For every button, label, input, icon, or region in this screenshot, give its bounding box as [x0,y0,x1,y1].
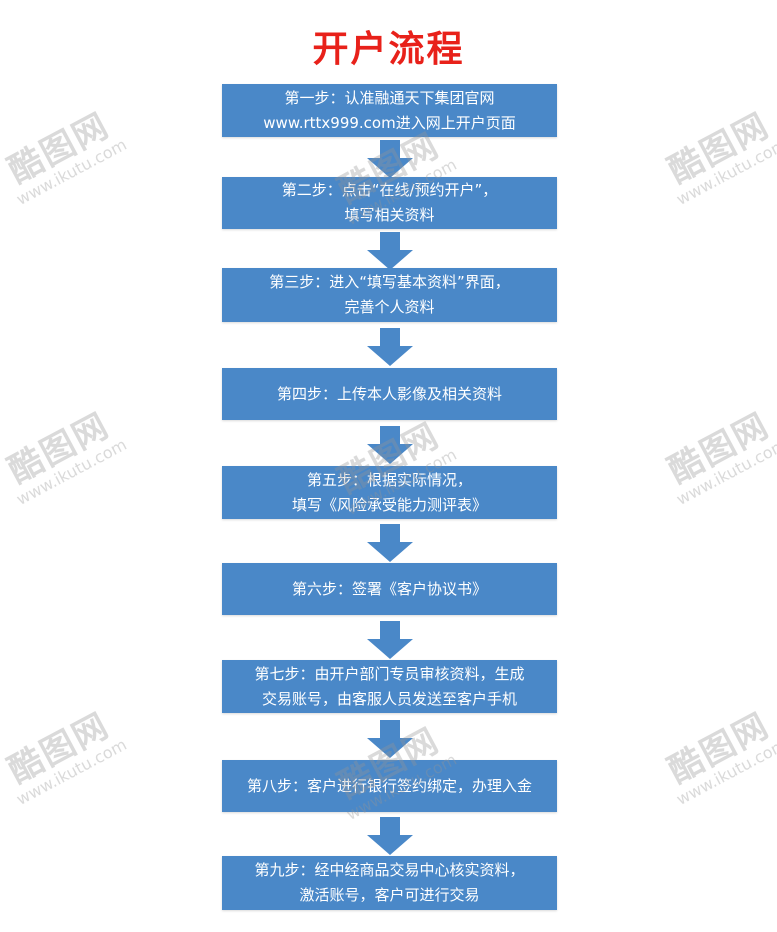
step-text-line2: 激活账号，客户可进行交易 [299,886,480,904]
down-arrow-icon [367,140,413,178]
step-text-line2: 完善个人资料 [344,298,435,316]
step-box-1: 第一步：认准融通天下集团官网 www.rttx999.com进入网上开户页面 [222,84,557,137]
down-arrow-icon [367,426,413,464]
down-arrow-icon [367,719,413,758]
watermark-url: www.ikutu.com [673,734,777,809]
down-arrow-icon [367,524,413,562]
step-text-line2: 填写《风险承受能力测评表》 [291,495,487,514]
watermark-url: www.ikutu.com [13,134,130,209]
step-text-line2: 交易账号，由客服人员发送至客户手机 [261,689,517,708]
step-text-line1: 第一步：认准融通天下集团官网 [284,88,495,107]
step-text-line2: www.rttx999.com进入网上开户页面 [263,113,516,132]
down-arrow-icon [367,817,413,855]
step-text-line2: 填写相关资料 [344,206,435,224]
step-box-6: 第六步：签署《客户协议书》 [222,563,557,615]
watermark-name: 酷图网 [2,705,117,792]
step-text-line1: 第七步：由开户部门专员审核资料，生成 [254,664,525,683]
step-box-7: 第七步：由开户部门专员审核资料，生成交易账号，由客服人员发送至客户手机 [222,660,557,713]
watermark-name: 酷图网 [2,405,117,492]
down-arrow-icon [367,231,413,270]
step-text-line1: 第二步：点击“在线/预约开户”， [281,181,498,199]
down-arrow-icon [367,620,413,659]
step-text-line1: 第五步：根据实际情况， [306,470,472,489]
watermark-url: www.ikutu.com [13,734,130,809]
step-text-line1: 第九步：经中经商品交易中心核实资料， [254,861,525,879]
step-box-2: 第二步：点击“在线/预约开户”， 填写相关资料 [222,177,557,229]
step-box-5: 第五步：根据实际情况， 填写《风险承受能力测评表》 [222,466,557,519]
watermark-name: 酷图网 [662,705,777,792]
down-arrow-icon [367,328,413,366]
step-box-8: 第八步：客户进行银行签约绑定，办理入金 [222,760,557,812]
step-text-line1: 第三步：进入“填写基本资料”界面， [269,273,510,291]
watermark-name: 酷图网 [662,105,777,192]
step-text-line1: 第四步：上传本人影像及相关资料 [276,384,502,403]
step-box-3: 第三步：进入“填写基本资料”界面， 完善个人资料 [222,268,557,322]
watermark-name: 酷图网 [2,105,117,192]
watermark-name: 酷图网 [662,405,777,492]
step-box-9: 第九步：经中经商品交易中心核实资料， 激活账号，客户可进行交易 [222,856,557,910]
step-box-4: 第四步：上传本人影像及相关资料 [222,368,557,420]
watermark-url: www.ikutu.com [673,434,777,509]
step-text-line1: 第六步：签署《客户协议书》 [291,579,487,598]
page-title: 开户流程 [312,29,465,70]
step-text-line1: 第八步：客户进行银行签约绑定，办理入金 [246,776,532,795]
watermark-url: www.ikutu.com [13,434,130,509]
watermark-url: www.ikutu.com [673,134,777,209]
